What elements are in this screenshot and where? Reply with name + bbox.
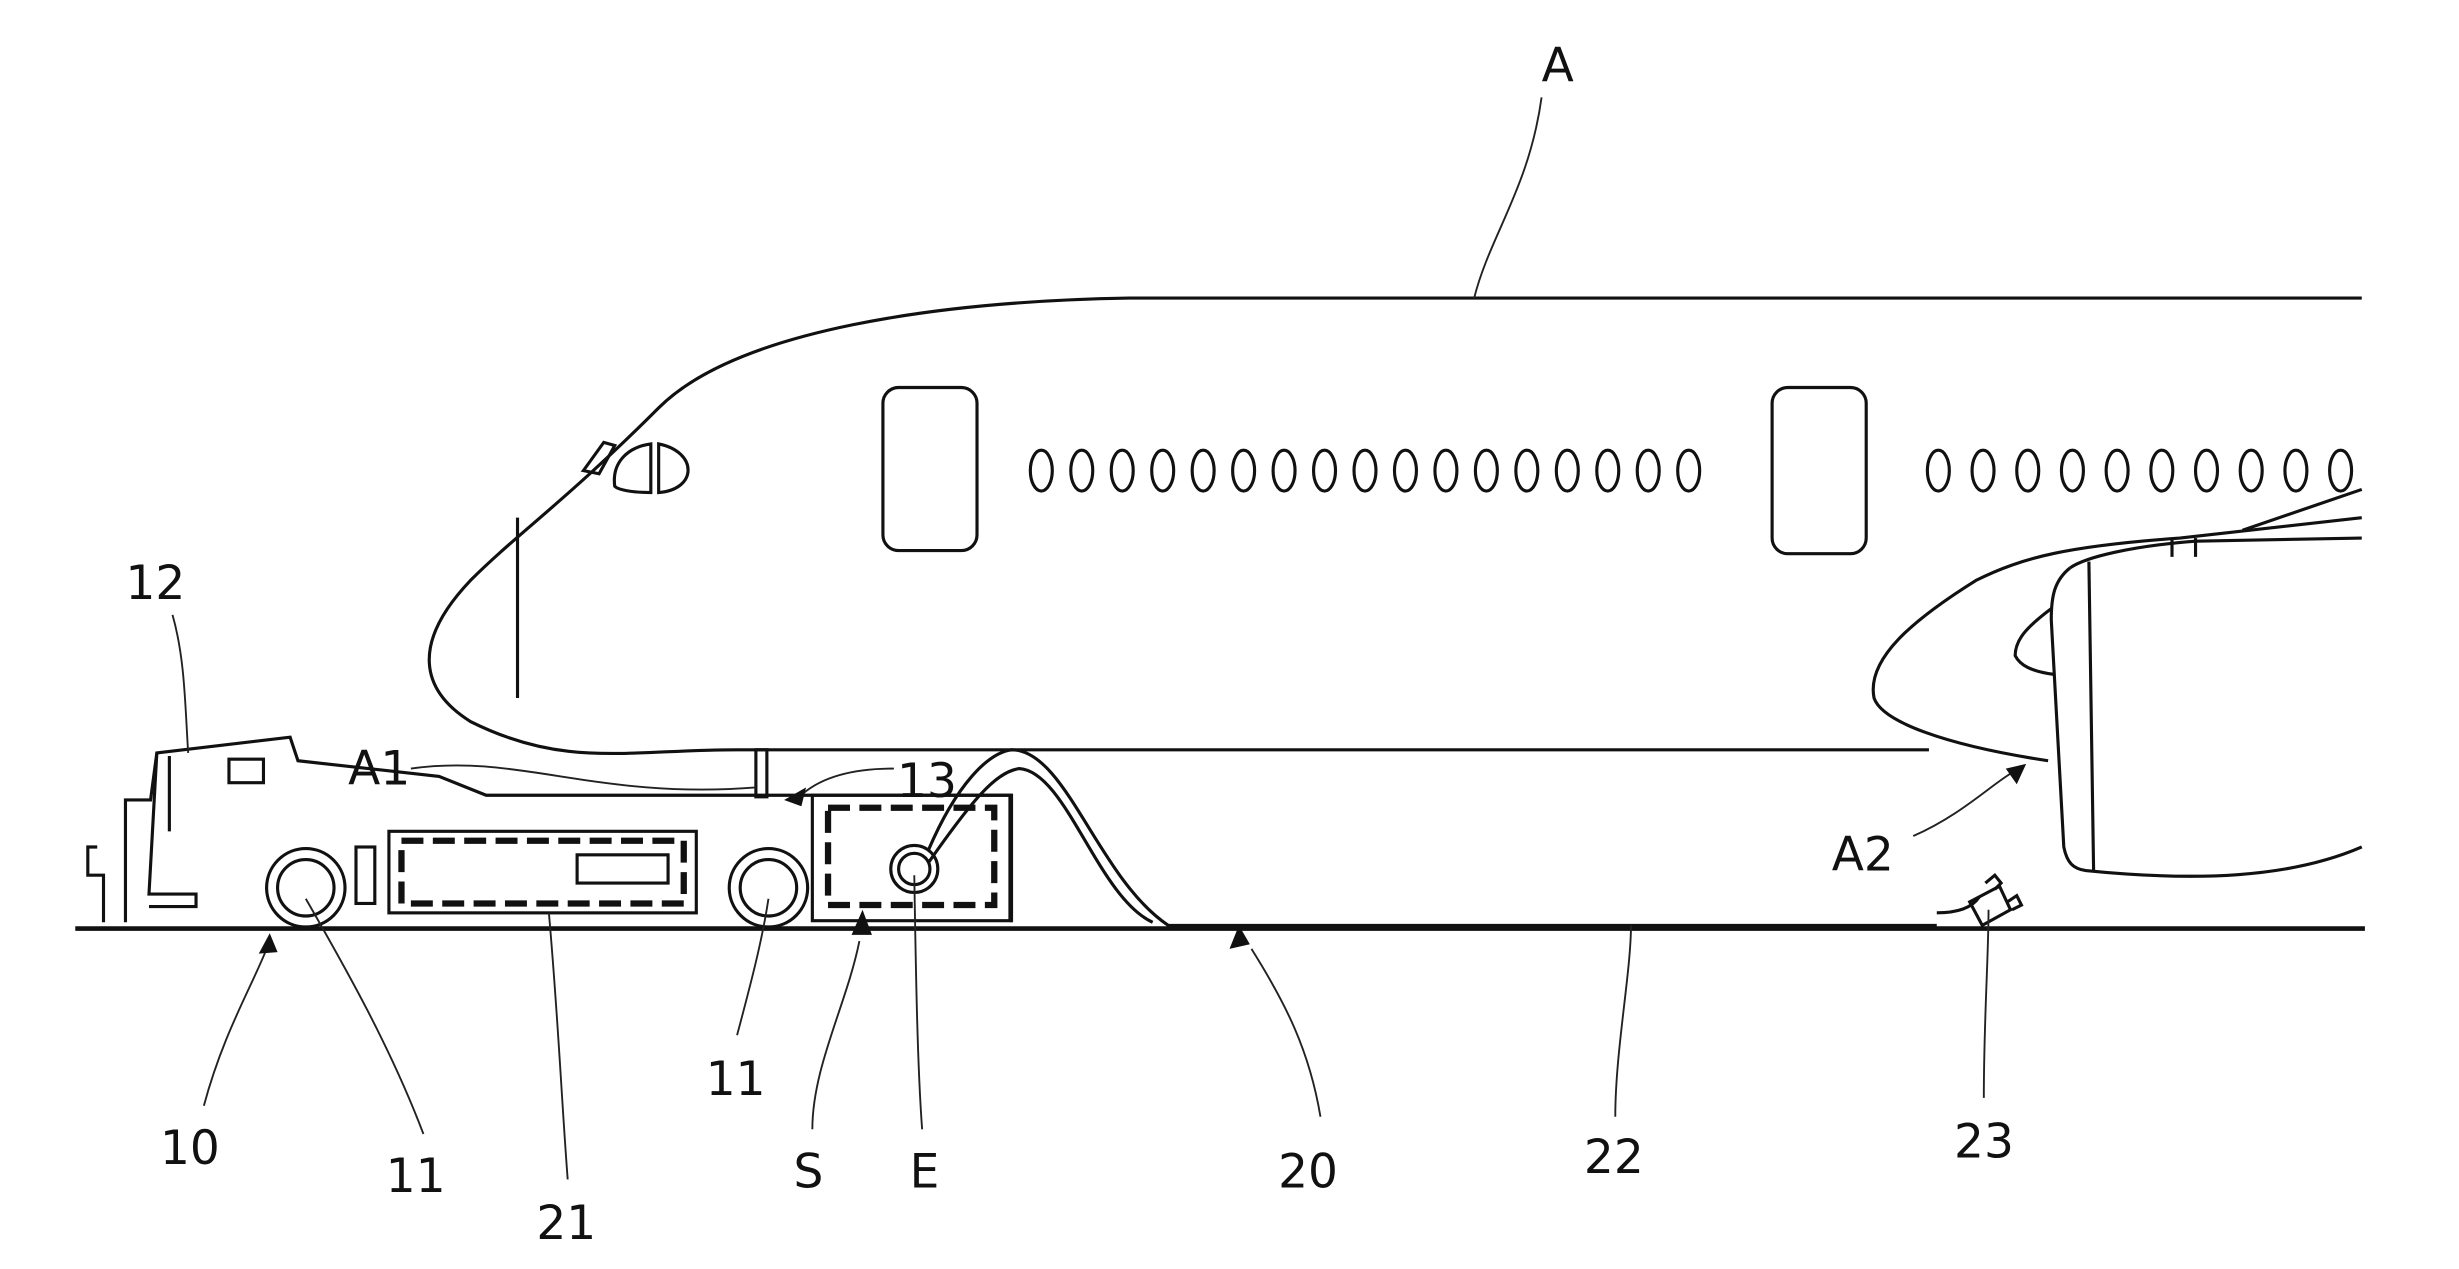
cabin-window: [1514, 448, 1540, 493]
cabin-window: [2104, 448, 2130, 493]
cabin-window: [2059, 448, 2085, 493]
supply-cable: [926, 748, 2024, 928]
label-10: 10: [160, 1121, 220, 1176]
label-a: A: [1542, 39, 1574, 94]
cabin-window: [1473, 448, 1499, 493]
cabin-window: [1231, 448, 1257, 493]
label-22: 22: [1584, 1130, 1644, 1185]
label-23: 23: [1954, 1115, 2014, 1170]
engine-nacelle: [1871, 487, 2363, 878]
leader-lines: [171, 97, 2027, 1180]
label-e: E: [910, 1144, 940, 1199]
storage-unit-s: [810, 793, 1012, 923]
aircraft-fuselage: [427, 296, 2362, 799]
label-a1: A1: [348, 741, 410, 796]
cabin-window: [1433, 448, 1459, 493]
cabin-window: [2015, 448, 2041, 493]
label-s: S: [794, 1144, 824, 1199]
label-11-rear: 11: [706, 1052, 766, 1107]
cabin-window: [1352, 448, 1378, 493]
cabin-window: [2283, 448, 2309, 493]
cabin-window: [2238, 448, 2264, 493]
cabin-window: [1392, 448, 1419, 493]
label-a2: A2: [1832, 828, 1894, 883]
cabin-window: [1595, 448, 1621, 493]
cabin-window: [1109, 448, 1135, 493]
cabin-window: [2328, 448, 2354, 493]
cabin-window: [1554, 448, 1580, 493]
cabin-window: [1190, 448, 1216, 493]
label-13: 13: [897, 754, 957, 809]
cabin-window: [1271, 448, 1297, 493]
cabin-window: [1069, 448, 1095, 493]
label-21: 21: [536, 1196, 596, 1251]
cabin-window: [2149, 448, 2175, 493]
cabin-window: [2193, 448, 2220, 493]
cabin-windows-aft: [1925, 448, 2354, 493]
label-11-front: 11: [386, 1149, 446, 1204]
cabin-window: [1311, 448, 1338, 493]
cabin-window: [1635, 448, 1661, 493]
label-20: 20: [1278, 1144, 1338, 1199]
energy-unit-21: [387, 829, 698, 915]
label-12: 12: [125, 556, 185, 611]
cabin-window: [1028, 448, 1054, 493]
cabin-window: [1970, 448, 1996, 493]
cabin-window: [1676, 448, 1702, 493]
cabin-windows-forward: [1028, 448, 1702, 493]
cabin-window: [1925, 448, 1951, 493]
cabin-window: [1150, 448, 1176, 493]
